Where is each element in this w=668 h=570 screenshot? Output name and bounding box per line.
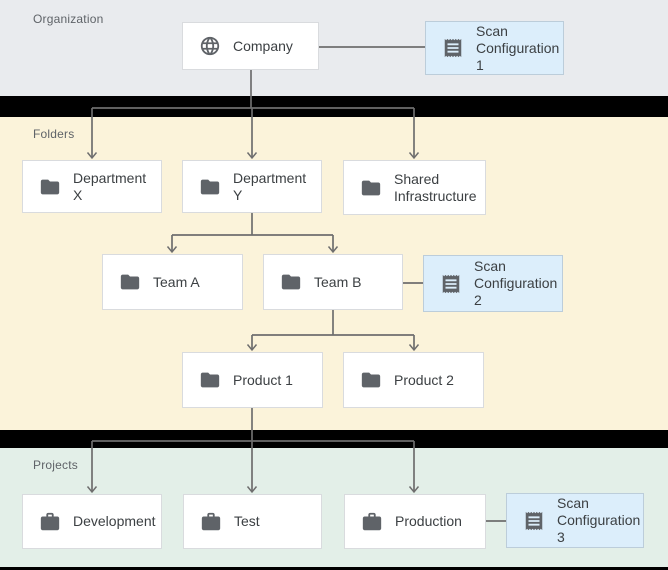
folder-icon: [360, 369, 382, 391]
briefcase-icon: [200, 511, 222, 533]
organization-section-label: Organization: [33, 12, 104, 26]
node-label: Product 1: [233, 371, 293, 388]
folder-icon: [199, 369, 221, 391]
divider-bar-top: [0, 96, 668, 117]
folders-section-label: Folders: [33, 127, 75, 141]
folder-icon: [360, 177, 382, 199]
node-test: Test: [183, 494, 322, 549]
folder-icon: [280, 271, 302, 293]
folder-icon: [199, 176, 221, 198]
node-production: Production: [344, 494, 486, 549]
folder-icon: [39, 176, 61, 198]
globe-icon: [199, 35, 221, 57]
node-product-2: Product 2: [343, 352, 484, 408]
node-department-y: Department Y: [182, 160, 322, 213]
node-team-a: Team A: [102, 254, 243, 310]
receipt-icon: [523, 510, 545, 532]
node-label: Product 2: [394, 371, 454, 388]
node-product-1: Product 1: [182, 352, 323, 408]
projects-section-label: Projects: [33, 458, 78, 472]
folder-icon: [119, 271, 141, 293]
bottom-edge-strip: [0, 567, 668, 570]
node-team-b: Team B: [263, 254, 403, 310]
node-company: Company: [182, 22, 319, 70]
node-label: Company: [233, 37, 293, 54]
node-label: Test: [234, 513, 260, 529]
receipt-icon: [440, 273, 462, 295]
briefcase-icon: [39, 511, 61, 533]
node-label: Department Y: [233, 169, 307, 203]
receipt-icon: [442, 37, 464, 59]
node-label: Development: [73, 513, 156, 529]
divider-bar-bottom: [0, 430, 668, 448]
node-development: Development: [22, 494, 162, 549]
node-label: Production: [395, 513, 462, 529]
node-label: Team B: [314, 273, 362, 290]
node-label: Department X: [73, 169, 147, 203]
node-label: Team A: [153, 273, 200, 290]
node-department-x: Department X: [22, 160, 162, 213]
briefcase-icon: [361, 511, 383, 533]
